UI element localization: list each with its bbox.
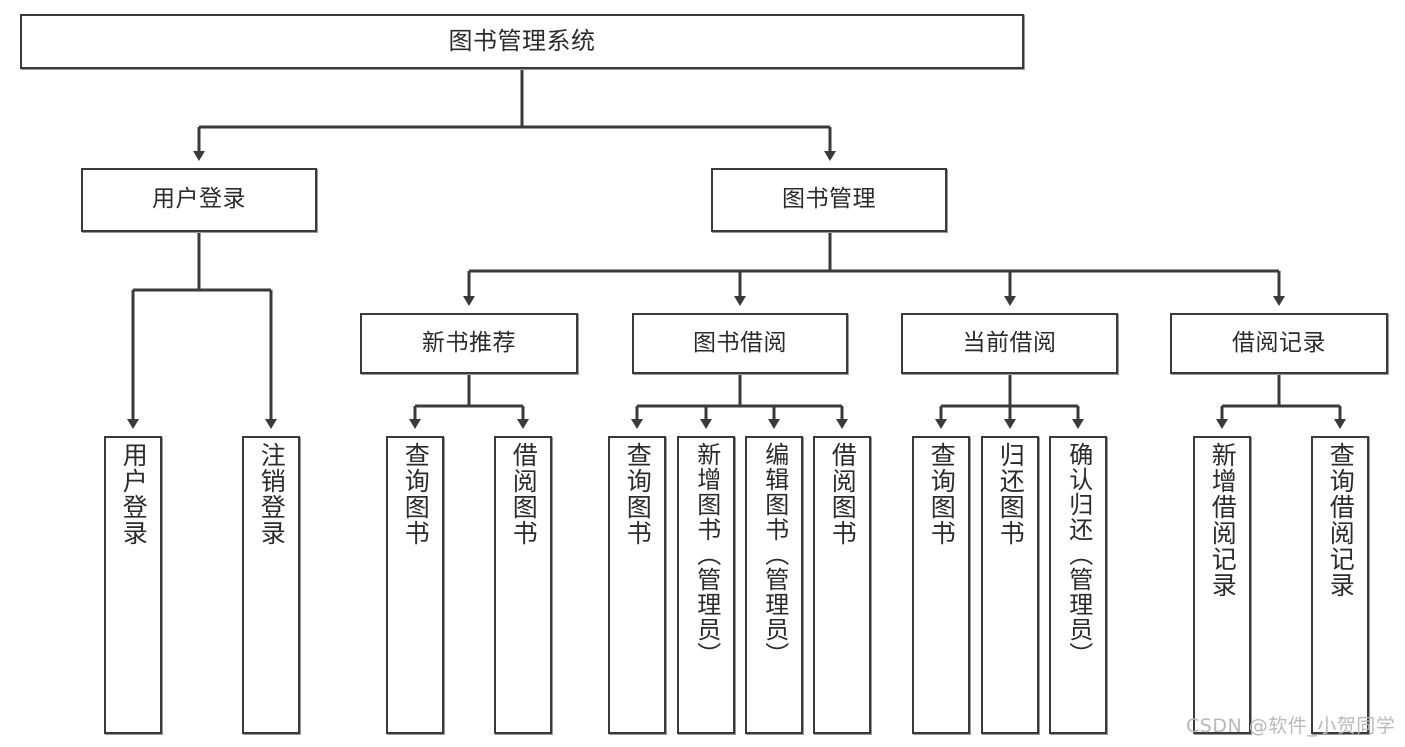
leaf-query-book-recommend[interactable]: 查询图书 (386, 436, 444, 734)
node-new-book-recommend[interactable]: 新书推荐 (360, 313, 578, 374)
node-current-borrow[interactable]: 当前借阅 (901, 313, 1118, 374)
node-label: 图书借阅 (693, 329, 787, 356)
node-label: 借阅图书 (509, 442, 539, 546)
node-book-borrow[interactable]: 图书借阅 (632, 313, 848, 374)
node-label: 用户登录 (119, 442, 149, 546)
node-book-management[interactable]: 图书管理 (711, 168, 947, 232)
leaf-logout[interactable]: 注销登录 (242, 436, 300, 734)
leaf-add-book-admin[interactable]: 新增图书（管理员） (677, 436, 735, 734)
leaf-return-book[interactable]: 归还图书 (981, 436, 1039, 734)
node-label: 用户登录 (152, 186, 246, 213)
leaf-query-book-current[interactable]: 查询图书 (912, 436, 970, 734)
leaf-borrow-book-recommend[interactable]: 借阅图书 (494, 436, 552, 734)
leaf-edit-book-admin[interactable]: 编辑图书（管理员） (745, 436, 803, 734)
leaf-query-borrow-record[interactable]: 查询借阅记录 (1311, 436, 1369, 734)
node-label: 编辑图书（管理员） (760, 442, 789, 667)
node-label: 查询图书 (623, 442, 653, 546)
leaf-user-login[interactable]: 用户登录 (104, 436, 162, 734)
node-label: 当前借阅 (962, 329, 1057, 356)
node-label: 借阅记录 (1232, 329, 1326, 356)
node-label: 查询借阅记录 (1326, 442, 1356, 598)
leaf-add-borrow-record[interactable]: 新增借阅记录 (1193, 436, 1251, 734)
node-borrow-record[interactable]: 借阅记录 (1170, 313, 1388, 374)
node-label: 查询图书 (927, 442, 957, 546)
node-label: 新增借阅记录 (1208, 442, 1238, 598)
watermark-text: CSDN @软件_小贺同学 (1186, 715, 1396, 737)
node-root-system[interactable]: 图书管理系统 (20, 14, 1024, 69)
node-label: 图书管理系统 (448, 27, 596, 56)
node-label: 注销登录 (257, 442, 287, 546)
leaf-borrow-book[interactable]: 借阅图书 (813, 436, 871, 734)
node-label: 图书管理 (782, 186, 876, 213)
node-label: 归还图书 (996, 442, 1026, 546)
node-label: 新增图书（管理员） (692, 442, 721, 667)
node-label: 查询图书 (401, 442, 431, 546)
node-label: 确认归还（管理员） (1064, 442, 1093, 667)
node-user-login[interactable]: 用户登录 (81, 168, 317, 232)
node-label: 借阅图书 (828, 442, 858, 546)
leaf-confirm-return-admin[interactable]: 确认归还（管理员） (1049, 436, 1107, 734)
node-label: 新书推荐 (422, 329, 516, 356)
leaf-query-book-borrow[interactable]: 查询图书 (608, 436, 666, 734)
